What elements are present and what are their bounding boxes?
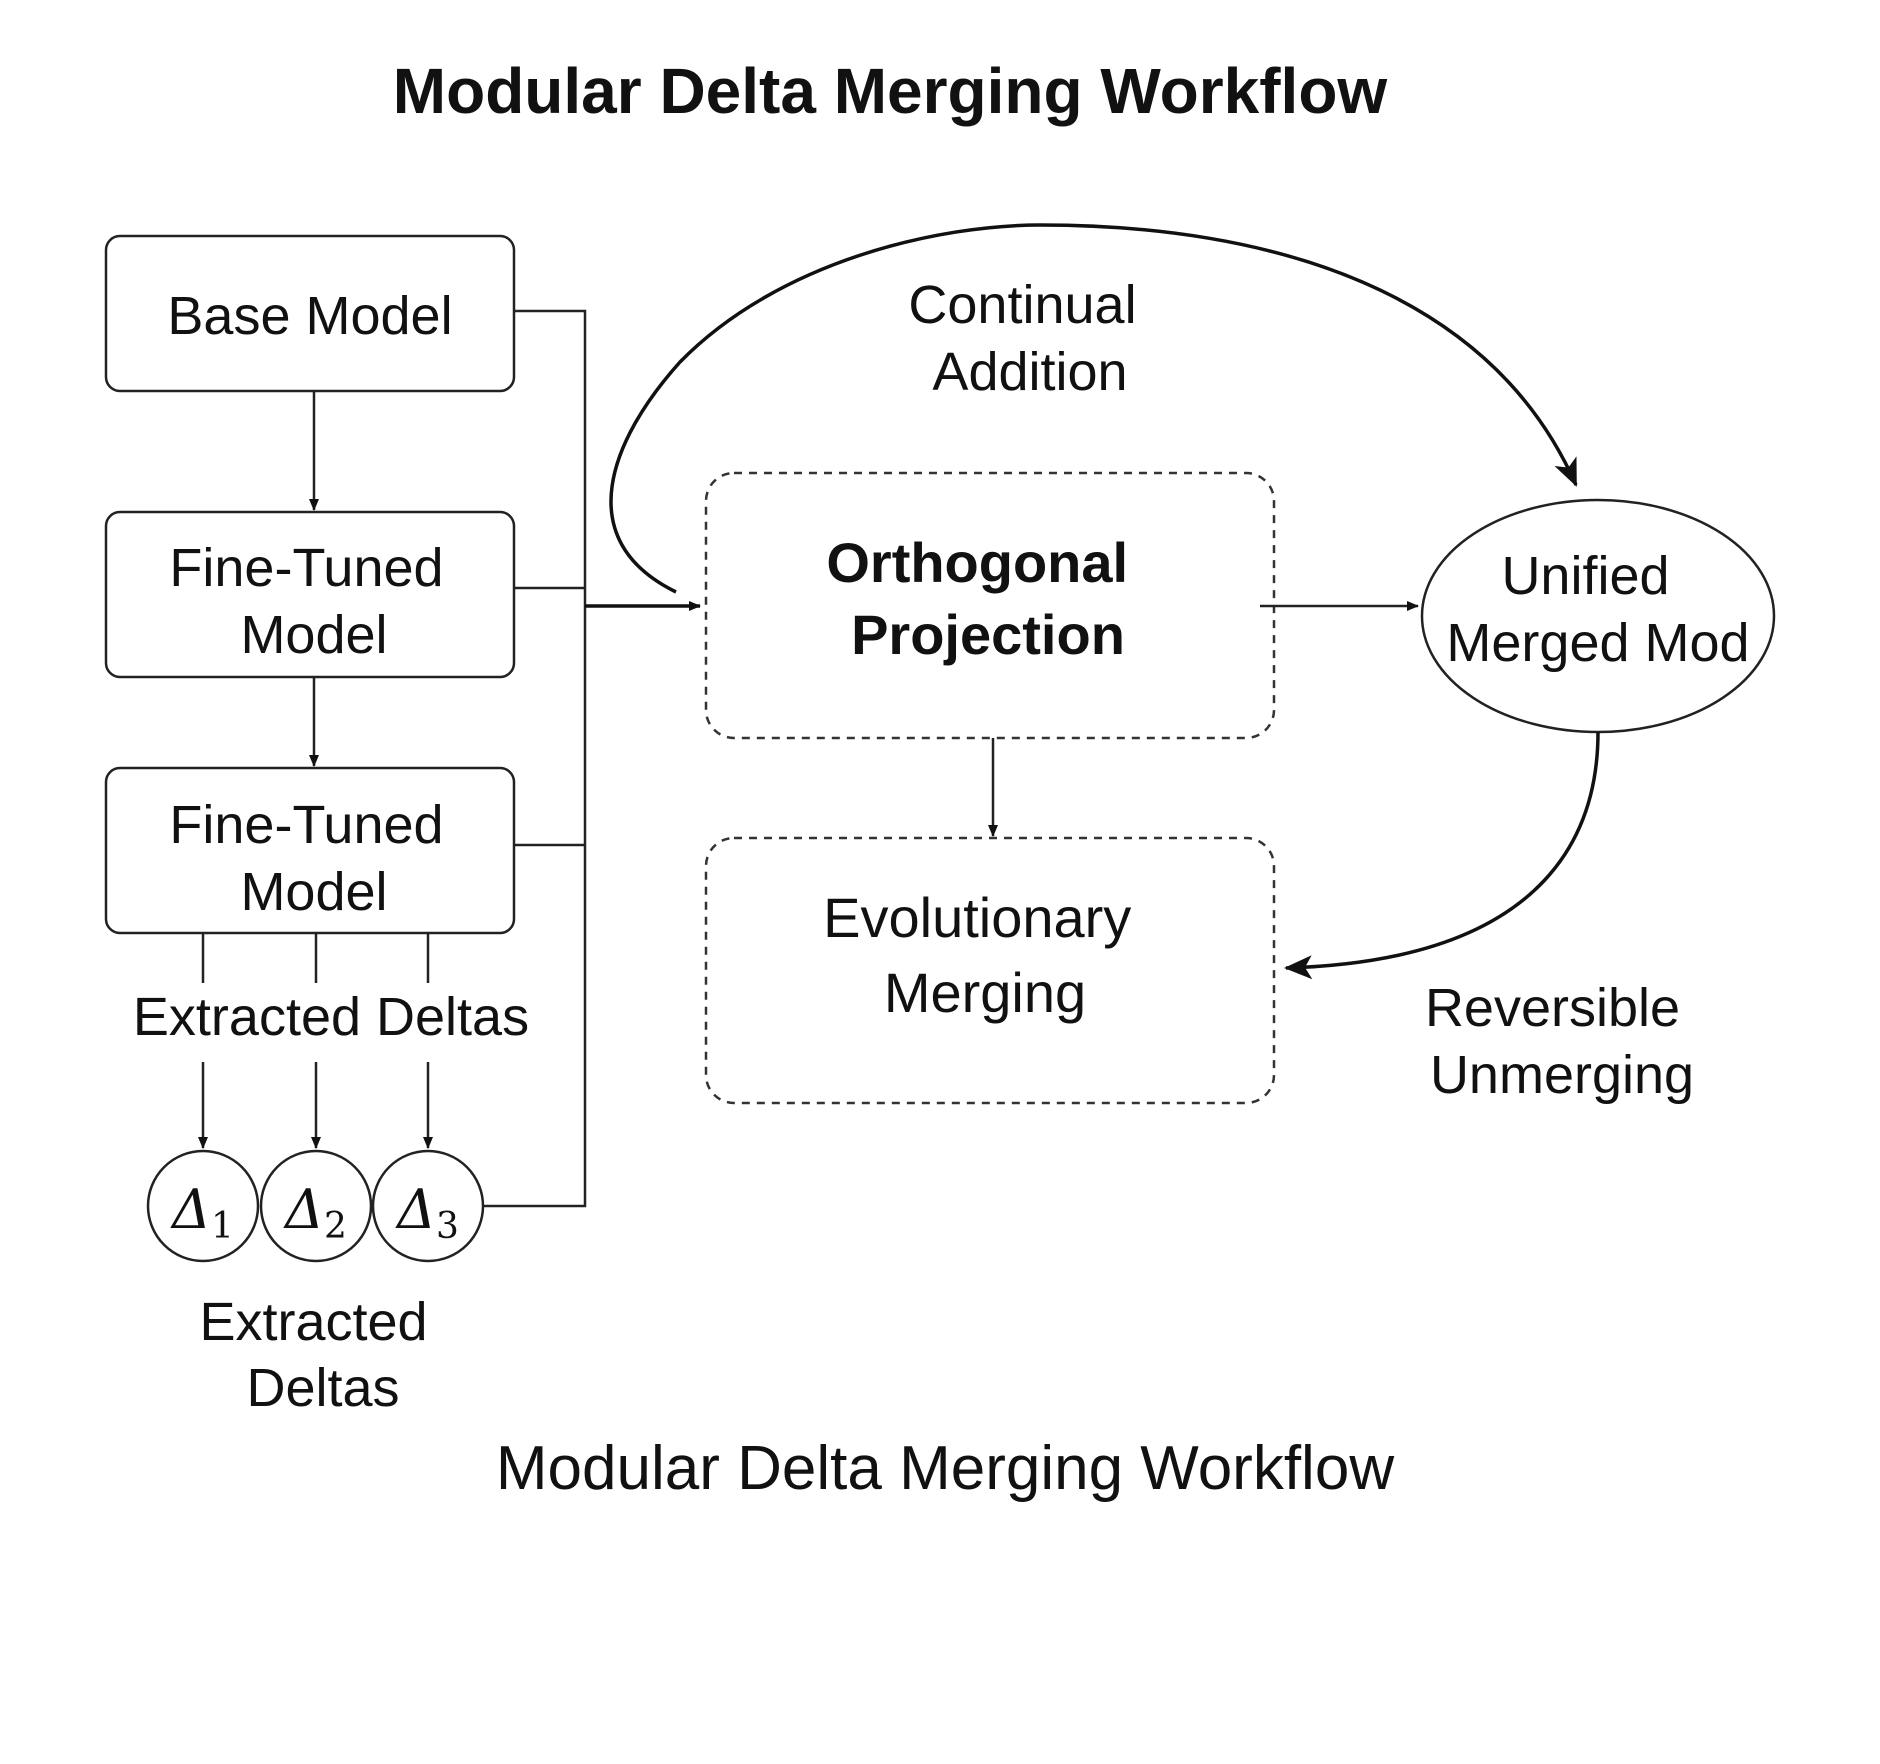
fine-tuned-model-1-label: Fine-Tuned Model [169, 538, 458, 665]
orthogonal-projection-line-2: Projection [851, 603, 1125, 666]
fine-tuned-model-2-line-1: Fine-Tuned [169, 795, 443, 855]
extracted-deltas-label-bottom: Extracted Deltas [199, 1292, 442, 1418]
fine-tuned-model-1-line-2: Model [240, 605, 387, 665]
reversible-unmerging-label: Reversible Unmerging [1425, 978, 1695, 1105]
fine-tuned-model-2-line-2: Model [240, 862, 387, 922]
diagram-caption: Modular Delta Merging Workflow [496, 1434, 1394, 1503]
delta-1-subscript: 1 [211, 1206, 234, 1247]
evolutionary-merging-node: Evolutionary Merging [704, 836, 1276, 1105]
delta-2-subscript: 2 [324, 1206, 347, 1247]
orthogonal-projection-line-1: Orthogonal [826, 531, 1128, 594]
delta-2-label: Δ2 [283, 1178, 347, 1247]
orthogonal-projection-label: Orthogonal Projection [826, 531, 1143, 666]
unified-merged-model-line-1: Unified [1501, 546, 1669, 606]
continual-addition-line-1: Continual [908, 275, 1136, 335]
reversible-unmerging-curve [1284, 731, 1600, 980]
delta-2-symbol: Δ [283, 1178, 324, 1241]
delta-1-label: Δ1 [170, 1178, 234, 1247]
evolutionary-merging-line-1: Evolutionary [823, 886, 1131, 949]
connector-base-model [514, 309, 587, 606]
reversible-unmerging-line-2: Unmerging [1430, 1045, 1694, 1105]
reversible-unmerging-line-1: Reversible [1425, 978, 1680, 1038]
fine-tuned-model-1-line-1: Fine-Tuned [169, 538, 443, 598]
continual-addition-label: Continual Addition [908, 275, 1151, 402]
extracted-deltas-label-top: Extracted Deltas [133, 987, 529, 1047]
delta-1-node: Δ1 [146, 1149, 260, 1263]
connector-deltas [483, 606, 587, 1208]
evolutionary-merging-line-2: Merging [884, 961, 1086, 1024]
extracted-deltas-bottom-line-1: Extracted [199, 1292, 427, 1352]
orthogonal-projection-node: Orthogonal Projection [704, 471, 1276, 740]
unified-merged-model-label: Unified Merged Mod [1446, 546, 1749, 673]
continual-addition-curve [609, 223, 1578, 594]
extracted-deltas-bottom-line-2: Deltas [246, 1358, 399, 1418]
unified-merged-model-line-2: Merged Mod [1446, 613, 1749, 673]
base-model-label: Base Model [167, 286, 452, 346]
delta-2-node: Δ2 [259, 1149, 373, 1263]
continual-addition-line-2: Addition [932, 342, 1127, 402]
fine-tuned-model-node-1: Fine-Tuned Model [104, 510, 516, 679]
unified-merged-model-node: Unified Merged Mod [1420, 498, 1776, 734]
diagram-title: Modular Delta Merging Workflow [393, 55, 1388, 127]
fine-tuned-model-node-2: Fine-Tuned Model [104, 766, 516, 935]
evolutionary-merging-label: Evolutionary Merging [823, 886, 1147, 1024]
delta-3-symbol: Δ [395, 1178, 436, 1241]
delta-3-subscript: 3 [436, 1206, 459, 1247]
delta-3-node: Δ3 [371, 1149, 485, 1263]
fine-tuned-model-2-label: Fine-Tuned Model [169, 795, 458, 922]
base-model-node: Base Model [104, 234, 516, 393]
delta-1-symbol: Δ [170, 1178, 211, 1241]
delta-3-label: Δ3 [395, 1178, 459, 1247]
